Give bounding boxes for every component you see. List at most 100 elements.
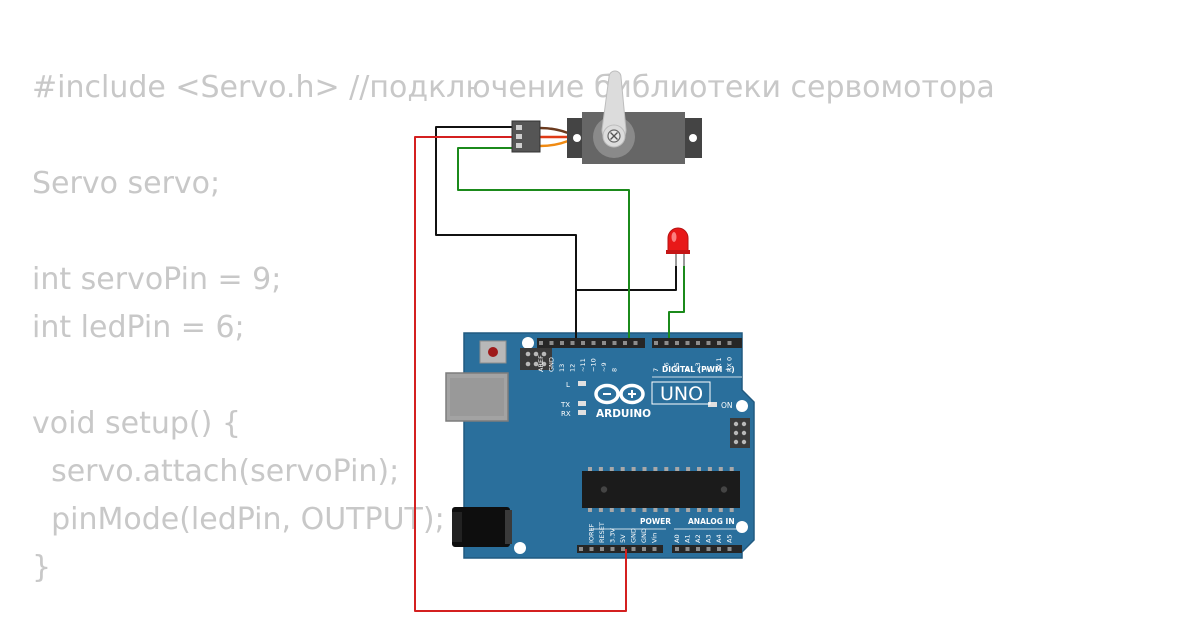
digital-pin-label: TX 1	[715, 357, 723, 373]
power-pin-label: IOREF	[588, 523, 596, 543]
power-jack-rim	[505, 510, 512, 544]
digital-pin-label: GND	[548, 357, 556, 372]
analog-label: ANALOG IN	[688, 517, 735, 526]
power-pin[interactable]	[631, 547, 636, 551]
servo-cable-orange	[539, 139, 569, 148]
chip-pin	[675, 507, 680, 512]
icsp-header-top	[520, 348, 552, 370]
digital-pin[interactable]	[602, 341, 606, 345]
digital-pin-label: 4	[684, 368, 692, 372]
power-pin-label: Vin	[651, 533, 659, 543]
digital-pin[interactable]	[539, 341, 543, 345]
digital-pin[interactable]	[664, 341, 669, 345]
servo-motor[interactable]	[511, 70, 702, 164]
analog-pin[interactable]	[706, 547, 711, 551]
model-box	[651, 381, 711, 405]
power-pin[interactable]	[600, 547, 604, 551]
power-pin-label: 3.3V	[609, 528, 617, 543]
analog-pin-label: A5	[726, 534, 734, 543]
chip-pin	[718, 467, 723, 472]
power-label: POWER	[640, 517, 671, 526]
digital-pin[interactable]	[560, 341, 564, 345]
power-pin[interactable]	[579, 547, 583, 551]
digital-pin[interactable]	[612, 341, 617, 345]
digital-pin[interactable]	[591, 341, 596, 345]
chip-pin	[707, 467, 712, 472]
chip-pin	[588, 507, 592, 512]
led-rx-indicator	[578, 410, 586, 415]
digital-pin-label: AREF	[537, 355, 545, 372]
wire-servo-signal[interactable]	[457, 147, 630, 338]
digital-header-left	[537, 338, 645, 348]
model-label: UNO	[660, 383, 703, 405]
digital-pin[interactable]	[675, 341, 679, 345]
analog-pin[interactable]	[696, 547, 700, 551]
digital-pin[interactable]	[706, 341, 711, 345]
code-line: int servoPin = 9;	[32, 262, 282, 297]
led-tx-label: TX	[560, 401, 570, 409]
analog-pin-label: A2	[694, 534, 702, 543]
chip-pin	[697, 467, 701, 472]
power-pin-label: RESET	[598, 522, 606, 543]
power-pin-label: GND	[640, 528, 648, 543]
wire-led-gnd[interactable]	[576, 264, 677, 291]
power-header	[577, 545, 663, 553]
power-pin[interactable]	[642, 547, 646, 551]
analog-pin[interactable]	[675, 547, 679, 551]
wire-servo-gnd[interactable]	[435, 126, 577, 338]
power-pin[interactable]	[589, 547, 594, 551]
digital-pin[interactable]	[654, 341, 658, 345]
led-highlight	[671, 232, 677, 242]
digital-pin[interactable]	[727, 341, 732, 345]
digital-pin-label: ~10	[590, 358, 598, 372]
icsp-header-right	[730, 418, 750, 448]
wire-servo-power[interactable]	[414, 136, 627, 612]
digital-pin-label: ~3	[694, 362, 702, 372]
red-led[interactable]	[666, 227, 690, 266]
chip-pin	[707, 507, 712, 512]
digital-pin[interactable]	[570, 341, 575, 345]
digital-pin-label: ~6	[663, 362, 671, 372]
chip-pin	[598, 507, 603, 512]
analog-pin[interactable]	[727, 547, 732, 551]
led-rim	[666, 250, 690, 254]
digital-pin[interactable]	[549, 341, 554, 345]
code-block: #include <Servo.h> //подключение библиот…	[32, 64, 995, 592]
digital-pin-label: RX 0	[726, 357, 734, 372]
digital-pin[interactable]	[623, 341, 627, 345]
digital-pin[interactable]	[717, 341, 721, 345]
chip-pin	[675, 467, 680, 472]
digital-pin-label: 13	[558, 364, 566, 372]
digital-pin[interactable]	[696, 341, 700, 345]
digital-pin[interactable]	[685, 341, 690, 345]
mounting-hole	[514, 542, 526, 554]
chip-pin	[664, 507, 669, 512]
digital-pin[interactable]	[633, 341, 638, 345]
analog-pin-label: A1	[684, 534, 692, 543]
mounting-hole	[736, 400, 748, 412]
chip-pin	[620, 467, 625, 472]
power-pin[interactable]	[610, 547, 615, 551]
power-pin[interactable]	[621, 547, 625, 551]
wire-led-signal[interactable]	[668, 264, 685, 338]
reset-button-cap	[488, 347, 498, 357]
power-pin[interactable]	[652, 547, 657, 551]
microcontroller-chip	[582, 467, 740, 512]
servo-mount-hole	[689, 134, 697, 142]
power-jack-front	[452, 512, 462, 542]
bottom-pin-row	[579, 547, 732, 551]
analog-pin[interactable]	[685, 547, 690, 551]
led-dome	[667, 227, 689, 254]
analog-pin[interactable]	[717, 547, 721, 551]
digital-pin[interactable]	[581, 341, 585, 345]
brand-label: ARDUINO	[596, 408, 651, 420]
chip-pin	[686, 507, 691, 512]
digital-pin-label: 2	[705, 368, 713, 372]
code-line: int ledPin = 6;	[32, 310, 245, 345]
chip-pin	[642, 507, 647, 512]
